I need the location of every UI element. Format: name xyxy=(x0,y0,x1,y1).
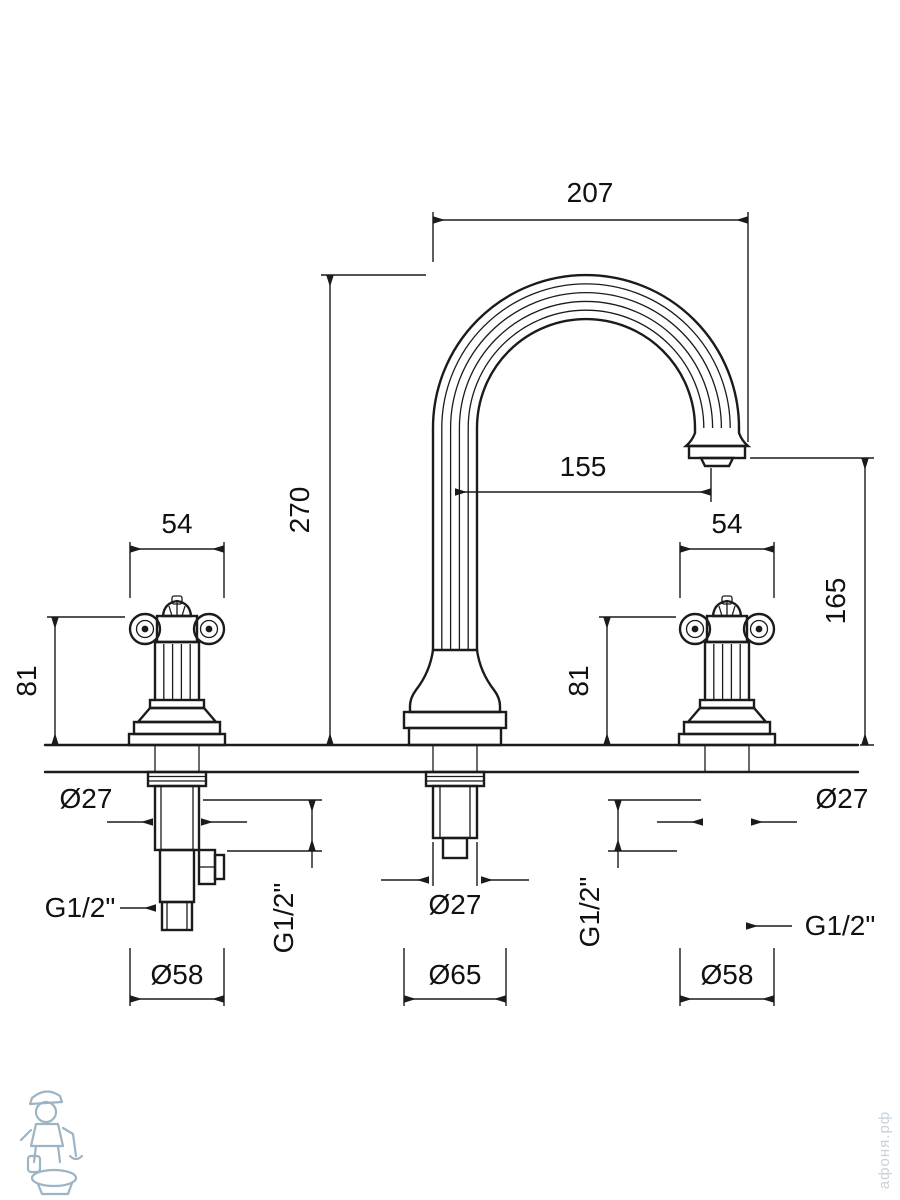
dim-d27-left-label: Ø27 xyxy=(60,783,113,814)
dim-spout-height: 270 xyxy=(284,274,426,745)
dim-left-handle-width: 54 xyxy=(129,508,225,598)
dim-right-handle-height: 81 xyxy=(563,616,676,745)
center-shank-underdeck xyxy=(424,770,486,860)
dim-right-base: Ø58 xyxy=(679,948,775,1006)
dim-g12-right-label: G1/2" xyxy=(805,910,876,941)
left-valve-underdeck xyxy=(146,770,226,932)
right-handle xyxy=(677,594,777,747)
dim-g12-right-outlet-label: G1/2" xyxy=(574,877,605,948)
dim-left-thread: G1/2" xyxy=(45,892,156,923)
dim-left-shank: Ø27 xyxy=(60,783,247,826)
dim-spout-spacing: 207 xyxy=(432,177,749,442)
dim-207-label: 207 xyxy=(567,177,614,208)
dim-center-shank: Ø27 xyxy=(381,842,529,920)
dim-d65-center-label: Ø65 xyxy=(429,959,482,990)
dim-81-right-label: 81 xyxy=(563,665,594,696)
watermark-logo xyxy=(19,1090,84,1196)
dim-right-handle-width: 54 xyxy=(679,508,775,598)
spout-outlet xyxy=(682,426,752,468)
dim-left-base: Ø58 xyxy=(129,948,225,1006)
dim-right-outlet-thread: G1/2" xyxy=(574,799,701,948)
dim-d27-center-label: Ø27 xyxy=(429,889,482,920)
watermark-brand-text: афоня.рф xyxy=(876,1111,893,1189)
dim-center-base: Ø65 xyxy=(403,948,507,1006)
dim-d58-left-label: Ø58 xyxy=(151,959,204,990)
dim-spout-reach: 155 xyxy=(455,451,712,502)
dim-165-label: 165 xyxy=(820,578,851,625)
dim-81-left-label: 81 xyxy=(11,665,42,696)
left-handle xyxy=(127,594,227,747)
dim-270-label: 270 xyxy=(284,487,315,534)
dim-d27-right-label: Ø27 xyxy=(816,783,869,814)
dim-d58-right-label: Ø58 xyxy=(701,959,754,990)
dim-g12-left-outlet-label: G1/2" xyxy=(268,883,299,954)
dim-155-label: 155 xyxy=(560,451,607,482)
mounting-deck xyxy=(43,743,860,774)
dim-left-handle-height: 81 xyxy=(11,616,125,745)
dim-g12-left-label: G1/2" xyxy=(45,892,116,923)
dim-right-shank: Ø27 xyxy=(657,783,869,826)
spout-ribs xyxy=(431,273,741,652)
dim-54-left-label: 54 xyxy=(161,508,192,539)
dim-outlet-height: 165 xyxy=(750,457,874,746)
dim-right-thread: G1/2" xyxy=(746,910,875,941)
spout-base xyxy=(402,648,508,747)
dim-left-outlet-thread: G1/2" xyxy=(203,799,322,954)
dim-54-right-label: 54 xyxy=(711,508,742,539)
